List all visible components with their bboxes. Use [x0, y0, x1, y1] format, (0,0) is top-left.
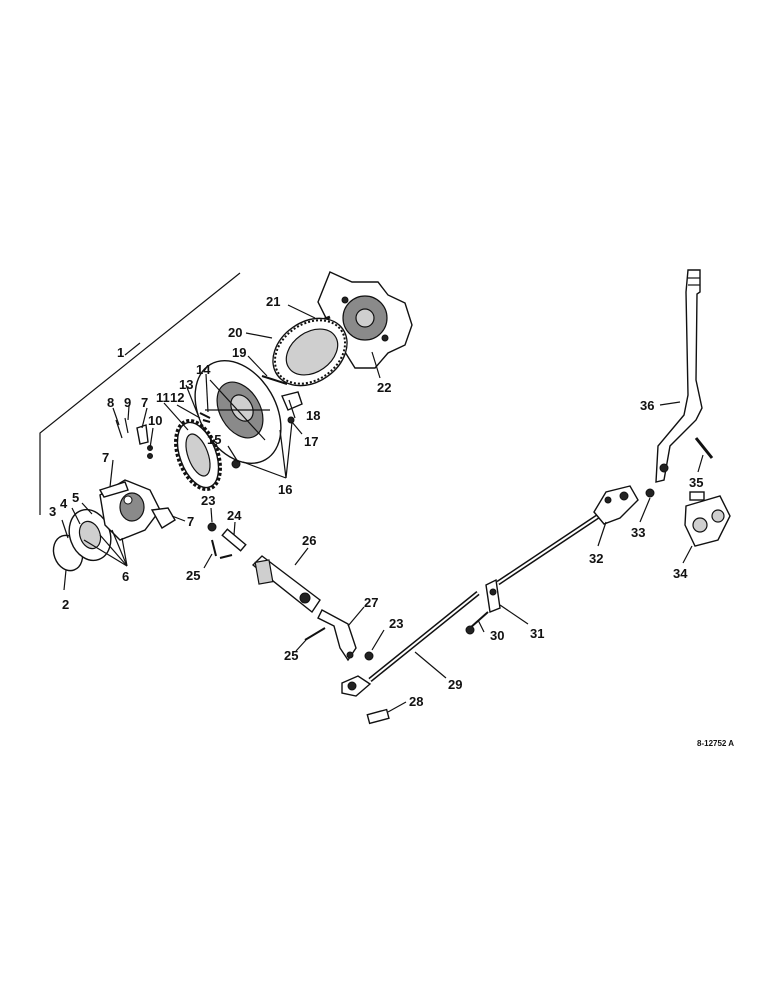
callout-23b: 23 — [389, 616, 403, 631]
drawing-code: 8-12752 A — [697, 739, 734, 748]
release-lever-part — [281, 391, 303, 424]
callout-15: 15 — [207, 432, 221, 447]
leader-lines — [61, 304, 704, 713]
long-rod-part — [496, 512, 602, 586]
lever-part — [317, 609, 357, 662]
callout-2: 2 — [62, 597, 69, 612]
bolt-30-part — [465, 611, 489, 635]
pivot-bracket-part — [684, 491, 731, 547]
callout-10: 10 — [148, 413, 162, 428]
callout-31: 31 — [530, 626, 544, 641]
callout-22: 22 — [377, 380, 391, 395]
callout-7b: 7 — [187, 514, 194, 529]
callout-12: 12 — [170, 390, 184, 405]
bracket-31-part — [485, 578, 501, 613]
rod-29-part — [341, 591, 480, 697]
callout-3: 3 — [49, 504, 56, 519]
shaft-pin-part — [221, 528, 247, 552]
clutch-disc-part — [194, 360, 282, 464]
pin-25b-part — [304, 627, 326, 641]
callout-labels: 1 2 3 4 5 6 7 7 8 9 7 10 11 12 13 14 15 … — [49, 294, 703, 709]
callout-11: 11 — [156, 390, 170, 405]
callout-23a: 23 — [201, 493, 215, 508]
callout-14: 14 — [196, 362, 211, 377]
callout-9: 9 — [124, 395, 131, 410]
clevis-pin-part — [366, 708, 390, 725]
callout-1: 1 — [117, 345, 124, 360]
clutch-pedal-part — [655, 269, 703, 483]
callout-29: 29 — [448, 677, 462, 692]
callout-16: 16 — [278, 482, 292, 497]
callout-25b: 25 — [284, 648, 298, 663]
clips-part — [115, 417, 153, 459]
callout-32: 32 — [589, 551, 603, 566]
clevis-32-part — [593, 485, 639, 525]
callout-25a: 25 — [186, 568, 200, 583]
callout-36: 36 — [640, 398, 654, 413]
callout-35: 35 — [689, 475, 703, 490]
callout-19: 19 — [232, 345, 246, 360]
callout-26: 26 — [302, 533, 316, 548]
callout-5: 5 — [72, 490, 79, 505]
callout-28: 28 — [409, 694, 423, 709]
cotter-part — [207, 522, 233, 559]
nut-33-part — [645, 488, 655, 498]
callout-7c: 7 — [141, 395, 148, 410]
callout-27: 27 — [364, 595, 378, 610]
callout-17: 17 — [304, 434, 318, 449]
callout-33: 33 — [631, 525, 645, 540]
long-bolt-part — [261, 375, 288, 385]
assembly-bracket — [39, 272, 241, 515]
callout-30: 30 — [490, 628, 504, 643]
callout-7a: 7 — [102, 450, 109, 465]
callout-34: 34 — [673, 566, 688, 581]
release-bearing-part — [52, 479, 176, 572]
cross-shaft-part — [251, 555, 321, 614]
callout-18: 18 — [306, 408, 320, 423]
callout-24: 24 — [227, 508, 242, 523]
callout-13: 13 — [179, 377, 193, 392]
pin-35-part — [694, 437, 714, 459]
nut-23b-part — [364, 651, 374, 661]
callout-8: 8 — [107, 395, 114, 410]
callout-20: 20 — [228, 325, 242, 340]
callout-21: 21 — [266, 294, 280, 309]
ring-gear-part — [174, 418, 222, 492]
callout-4: 4 — [60, 496, 68, 511]
flywheel-part — [272, 317, 348, 387]
callout-6: 6 — [122, 569, 129, 584]
